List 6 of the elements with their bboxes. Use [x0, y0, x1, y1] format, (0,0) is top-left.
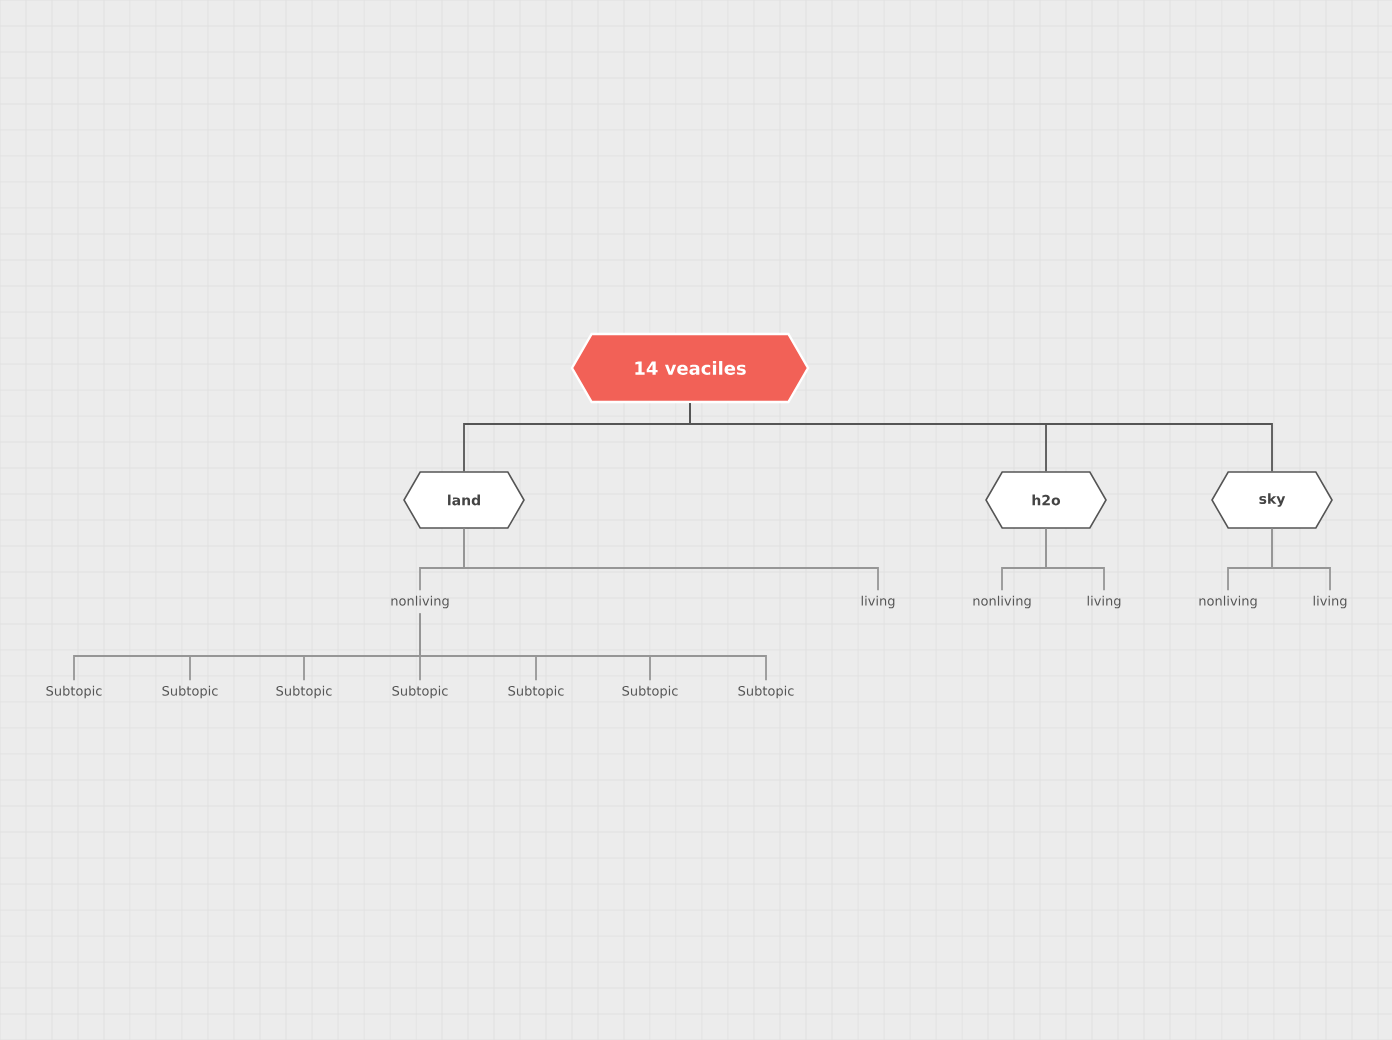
central-topic-hexagon: 14 veaciles [570, 332, 810, 404]
connector [463, 527, 879, 592]
connector [1271, 527, 1331, 592]
connector [1045, 527, 1105, 592]
connector [419, 612, 767, 682]
connector [689, 402, 1273, 473]
